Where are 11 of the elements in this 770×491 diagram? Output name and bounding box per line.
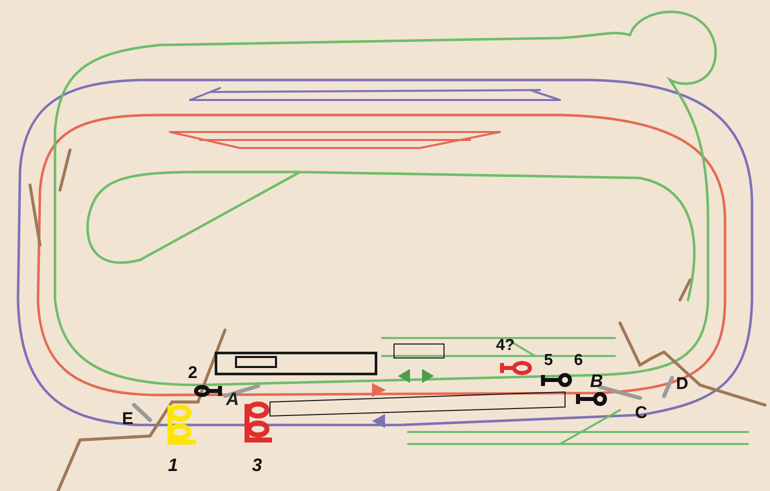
track-label: 1 [168,456,178,474]
track-label: B [590,372,603,390]
track-label: C [635,404,648,421]
track-label: E [122,410,134,427]
track-label: 3 [252,456,262,474]
track-label: 4? [496,338,515,354]
track-label: 5 [544,353,553,369]
track-label: A [226,390,239,408]
track-label: 2 [188,364,198,381]
track-label: 6 [574,353,583,369]
track-label: D [676,375,688,392]
